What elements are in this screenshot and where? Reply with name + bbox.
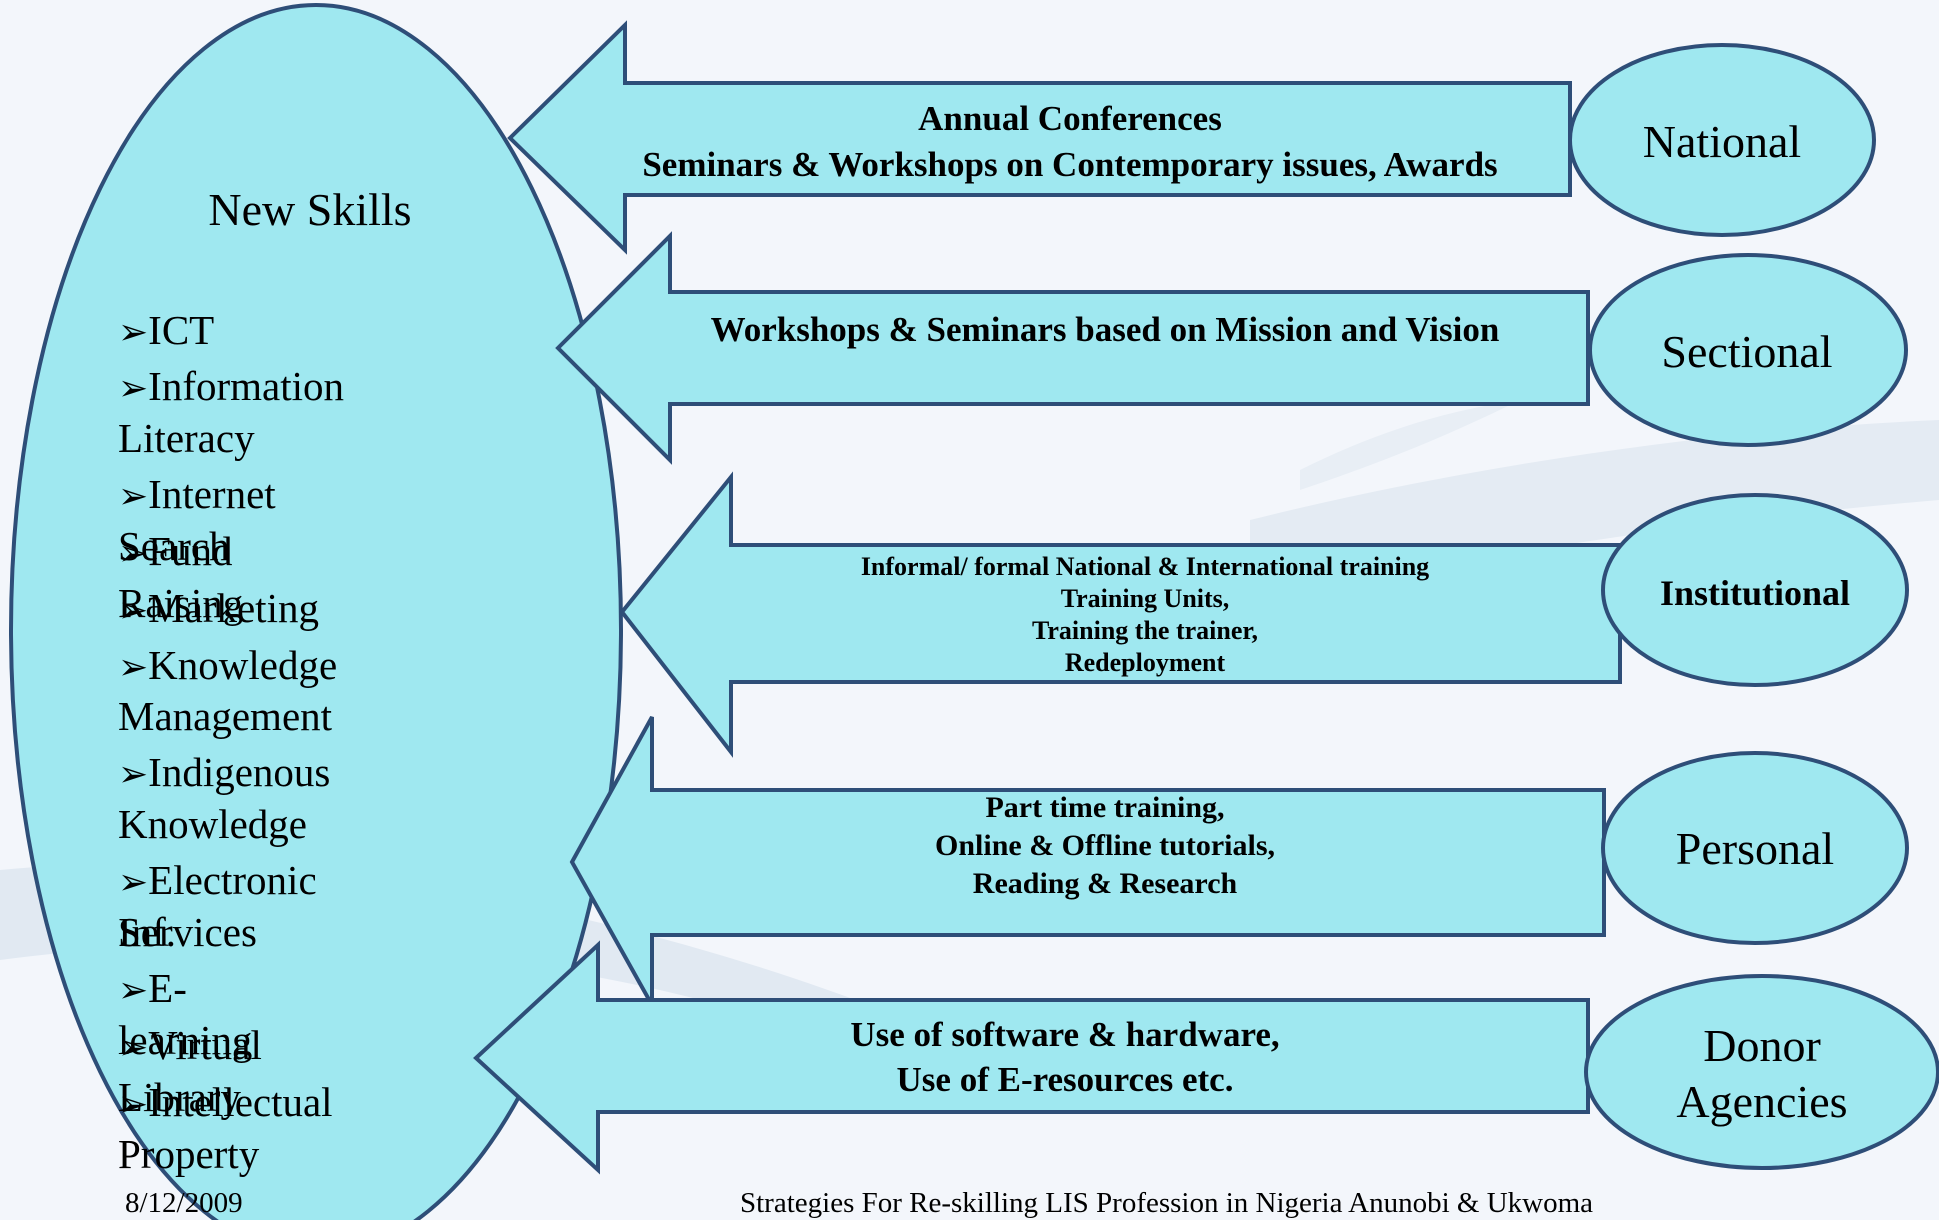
skill-item: ➢ICT bbox=[118, 307, 215, 353]
skill-item: ➢Indigenous bbox=[118, 749, 331, 795]
national-channel-text: Annual Conferences Seminars & Workshops … bbox=[642, 99, 1498, 184]
arrowhead-bullet-icon: ➢ bbox=[118, 754, 149, 794]
arrowhead-bullet-icon: ➢ bbox=[118, 533, 149, 573]
national-label: National bbox=[1642, 116, 1802, 167]
skill-item: ➢Fund Raising bbox=[118, 528, 244, 626]
arrowhead-bullet-icon: ➢ bbox=[118, 590, 149, 630]
skill-item: ➢E-learning bbox=[118, 965, 253, 1063]
ellipse-personal bbox=[1601, 751, 1909, 945]
skill-item: ➢Knowledge bbox=[118, 642, 338, 688]
skill-item: ➢Internet Search bbox=[118, 471, 276, 569]
arrowhead-bullet-icon: ➢ bbox=[118, 312, 149, 352]
personal-label: Personal bbox=[1675, 823, 1835, 874]
sectional-label: Sectional bbox=[1661, 326, 1833, 377]
sectional-channel-text: Workshops & Seminars based on Mission an… bbox=[710, 310, 1500, 349]
ellipse-national bbox=[1568, 43, 1876, 237]
skill-item-continuation: Literacy bbox=[118, 415, 255, 461]
arrowhead-bullet-icon: ➢ bbox=[118, 970, 149, 1010]
skill-item: ➢Virtual Library bbox=[118, 1022, 262, 1120]
new-skills-title: New Skills bbox=[208, 184, 412, 235]
arrowhead-bullet-icon: ➢ bbox=[118, 1084, 149, 1124]
donor-agencies-label: Donor Agencies bbox=[1676, 1020, 1848, 1127]
arrowhead-bullet-icon: ➢ bbox=[118, 368, 149, 408]
footer-date: 8/12/2009 bbox=[125, 1187, 243, 1219]
personal-channel-text: Part time training, Online & Offline tut… bbox=[935, 791, 1275, 900]
arrowhead-bullet-icon: ➢ bbox=[118, 476, 149, 516]
skill-item: ➢Information bbox=[118, 363, 345, 409]
institutional-channel-text: Informal/ formal National & Internationa… bbox=[860, 552, 1430, 677]
skill-item: ➢Electronic Inf. bbox=[118, 857, 317, 955]
institutional-label: Institutional bbox=[1659, 573, 1851, 613]
ellipse-institutional bbox=[1601, 493, 1909, 687]
arrow-sectional bbox=[555, 231, 1590, 465]
skill-item-continuation: Knowledge bbox=[118, 801, 308, 847]
new-skills-ellipse bbox=[9, 3, 623, 1220]
skill-item: ➢Intellectual Property bbox=[118, 1079, 333, 1177]
skill-item-continuation: Services bbox=[118, 909, 257, 955]
skill-item-continuation: Management bbox=[118, 693, 333, 739]
arrowhead-bullet-icon: ➢ bbox=[118, 1027, 149, 1067]
arrowhead-bullet-icon: ➢ bbox=[118, 647, 149, 687]
ellipse-donor-agencies bbox=[1584, 974, 1939, 1170]
skill-item: ➢Marketing bbox=[118, 585, 319, 631]
ellipse-sectional bbox=[1588, 253, 1908, 447]
donor-channel-text: Use of software & hardware, Use of E-res… bbox=[850, 1015, 1280, 1099]
footer-caption: Strategies For Re-skilling LIS Professio… bbox=[740, 1187, 1594, 1219]
arrowhead-bullet-icon: ➢ bbox=[118, 862, 149, 902]
